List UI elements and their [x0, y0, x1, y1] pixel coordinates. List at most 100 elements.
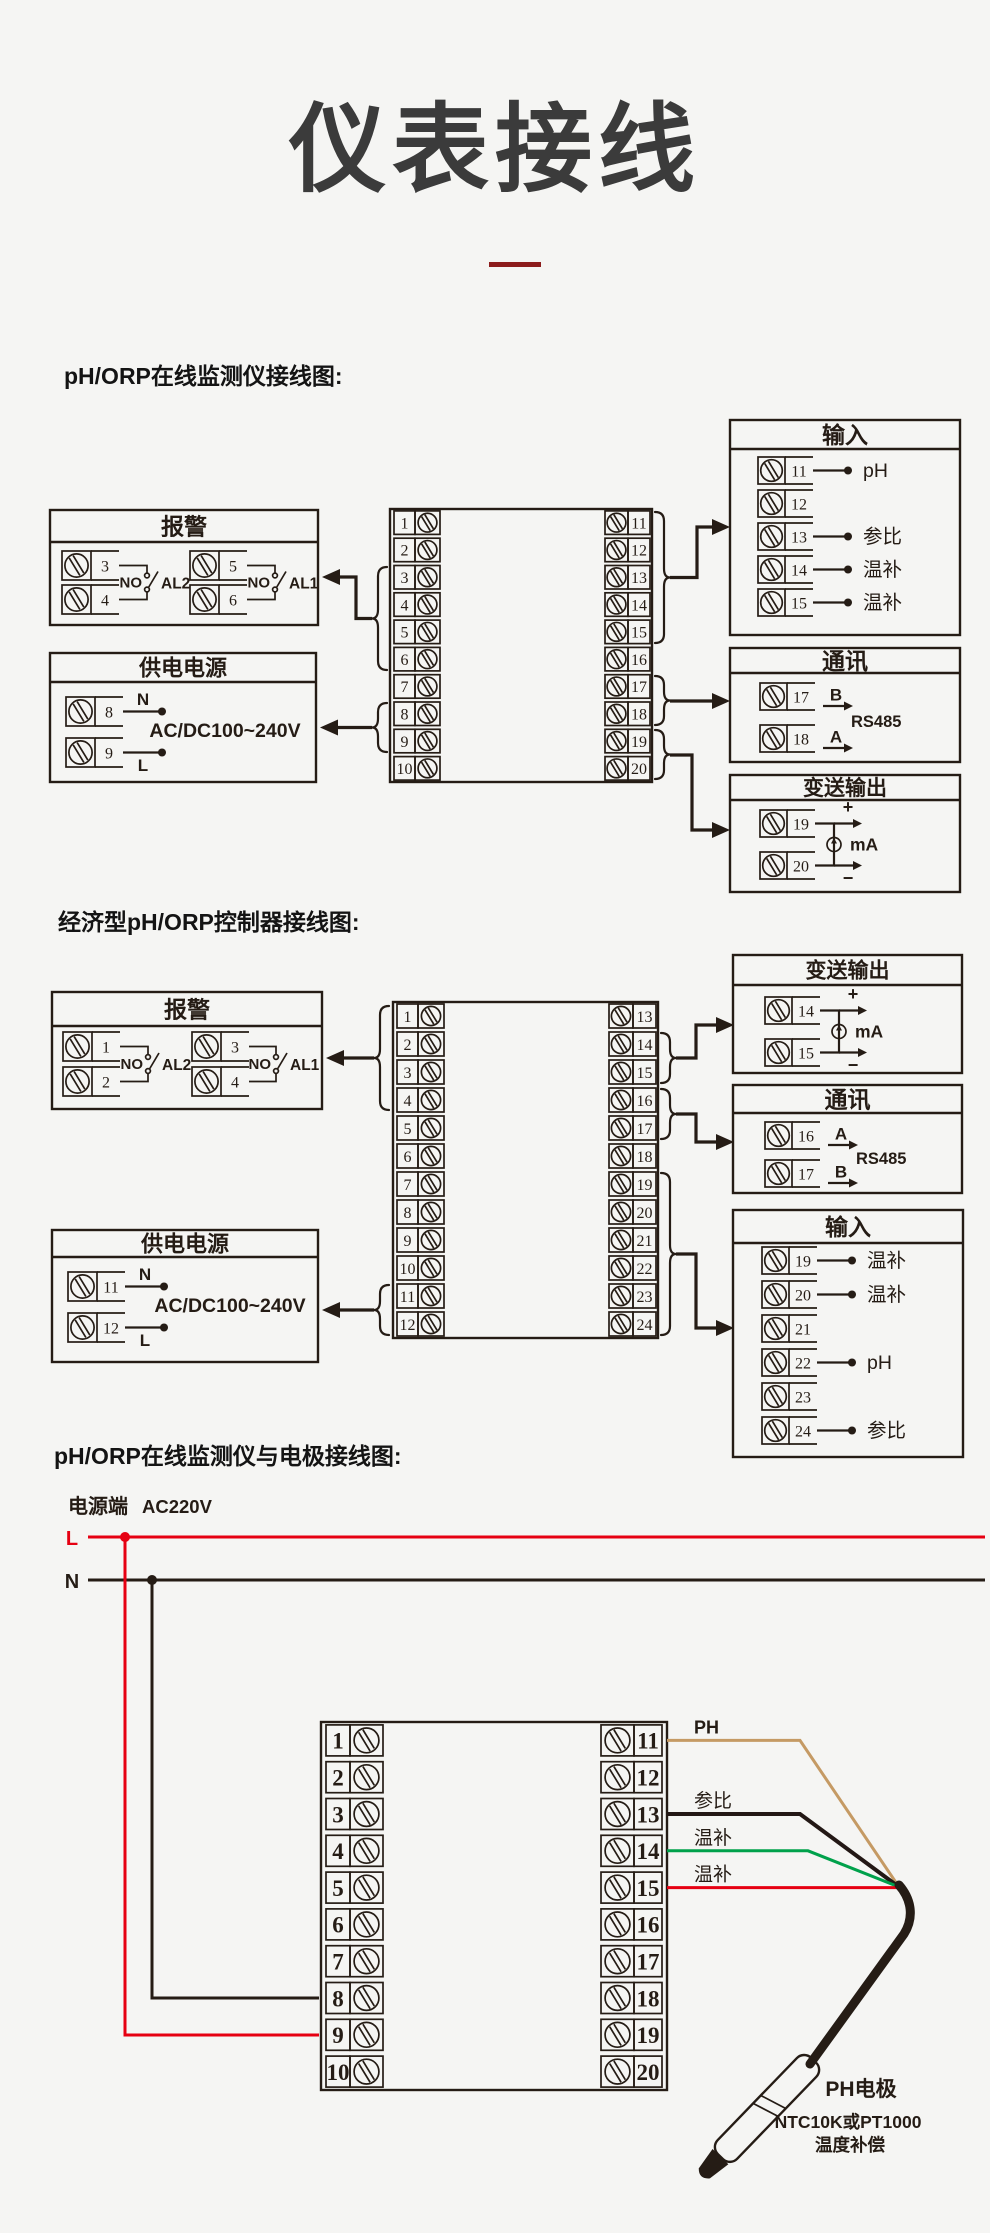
screw-icon — [68, 699, 93, 724]
screw-icon — [353, 1727, 380, 1754]
terminal-6: 6 — [396, 1143, 445, 1169]
screw-icon — [353, 1984, 380, 2012]
screw-icon — [606, 512, 627, 533]
terminal-16: 16 — [608, 1087, 657, 1113]
terminal-number: 11 — [637, 1729, 659, 1754]
terminal-number: 10 — [400, 1261, 416, 1278]
terminal-number: 14 — [637, 1839, 661, 1864]
terminal-number: 24 — [795, 1423, 811, 1440]
terminal-number: 4 — [231, 1074, 239, 1091]
junction-dot — [848, 1358, 856, 1367]
terminal-number: 8 — [404, 1205, 412, 1222]
terminal-5: 5 — [393, 619, 441, 645]
screw-icon — [759, 458, 784, 483]
transmit-output-box: 变送输出 — [731, 953, 964, 1075]
screw-icon — [420, 1313, 442, 1335]
ph-electrode-probe-icon — [698, 2053, 821, 2179]
terminal-number: 2 — [404, 1037, 412, 1054]
screw-icon — [606, 566, 627, 588]
terminal-number: 7 — [404, 1177, 412, 1194]
box-title: 供电电源 — [140, 1231, 229, 1256]
terminal-number: 4 — [404, 1093, 412, 1110]
terminal-number: 16 — [637, 1913, 660, 1938]
junction-dot — [160, 1323, 168, 1332]
alarm-output-label: AL2 — [162, 1057, 191, 1074]
screw-icon — [604, 1727, 631, 1754]
terminal-number: 20 — [795, 1287, 811, 1304]
io-terminal-21: 21 — [761, 1314, 817, 1343]
screw-icon — [606, 648, 627, 670]
terminal-10: 10 — [325, 2055, 384, 2088]
terminal-number: 11 — [103, 1279, 118, 1296]
screw-icon — [610, 1229, 632, 1251]
terminal-number: 11 — [791, 463, 806, 480]
terminal-6: 6 — [325, 1908, 384, 1941]
terminal-9: 9 — [396, 1227, 445, 1253]
terminal-number: 5 — [401, 625, 409, 642]
terminal-number: 6 — [332, 1913, 344, 1938]
junction-dot — [848, 1256, 856, 1265]
screw-icon — [761, 853, 786, 878]
neutral-feed-wire — [150, 1580, 319, 2000]
small-arrowhead — [849, 1140, 858, 1150]
signal-label: pH — [863, 460, 888, 482]
box-title: 通讯 — [822, 648, 868, 674]
terminal-20: 20 — [608, 1199, 657, 1225]
screw-icon — [194, 1034, 219, 1059]
terminal-number: 12 — [631, 543, 647, 560]
terminal-18: 18 — [608, 1143, 657, 1169]
screw-icon — [417, 730, 438, 752]
screw-icon — [192, 553, 217, 578]
screw-icon — [606, 730, 627, 752]
small-arrowhead — [853, 861, 862, 870]
junction-dot — [844, 598, 852, 607]
screw-icon — [766, 1123, 791, 1148]
screw-icon — [610, 1201, 632, 1223]
terminal-20: 20 — [604, 755, 651, 781]
screw-icon — [604, 1837, 631, 1865]
box-title: 输入 — [825, 1214, 871, 1240]
no-contact-label: NO — [120, 575, 143, 592]
no-contact-label: NO — [248, 575, 271, 592]
screw-icon — [604, 1800, 631, 1828]
terminal-number: 18 — [631, 707, 647, 724]
small-arrowhead — [844, 701, 853, 711]
terminal-19: 19 — [608, 1171, 657, 1197]
screw-icon — [192, 587, 217, 612]
screw-icon — [420, 1285, 442, 1307]
screw-icon — [64, 553, 89, 578]
terminal-8: 8 — [393, 701, 441, 727]
electrode-note-1: NTC10K或PT1000 — [775, 2112, 922, 2132]
power-terminal-12: 12L — [67, 1312, 168, 1350]
input-box: 输入 — [728, 418, 962, 637]
terminal-7: 7 — [393, 673, 441, 700]
power-terminal-9: 9L — [65, 737, 166, 775]
screw-icon — [610, 1313, 632, 1335]
terminal-number: 3 — [404, 1065, 412, 1082]
minus-label: − — [843, 868, 854, 888]
terminal-number: 24 — [637, 1317, 653, 1334]
screw-icon — [194, 1069, 219, 1094]
terminal-number: 19 — [637, 1177, 653, 1194]
screw-icon — [420, 1061, 442, 1083]
signal-label: 温补 — [863, 592, 902, 614]
wire-label: 温补 — [694, 1864, 732, 1886]
terminal-number: 14 — [791, 562, 807, 579]
no-contact-label: NO — [249, 1056, 272, 1073]
signal-label: 温补 — [867, 1284, 906, 1306]
title-underline — [489, 262, 541, 267]
terminal-9: 9 — [393, 728, 441, 754]
terminal-number: 19 — [637, 2023, 660, 2048]
terminal-number: 11 — [400, 1289, 415, 1306]
terminal-3: 3 — [393, 564, 441, 590]
ma-label: mA — [850, 835, 879, 855]
terminal-24: 24 — [608, 1311, 657, 1337]
terminal-13: 13 — [604, 564, 651, 590]
plus-label: + — [843, 797, 854, 817]
io-terminal-20: 20 温补 — [761, 1280, 906, 1309]
